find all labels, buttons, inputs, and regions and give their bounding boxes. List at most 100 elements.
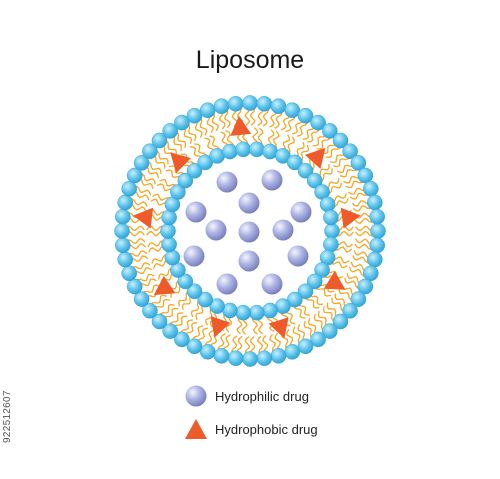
lipid-head	[186, 283, 203, 300]
lipid-head	[297, 283, 314, 300]
lipid-tail	[127, 250, 147, 257]
hydrophilic-drug-sphere	[238, 221, 260, 243]
lipid-tail	[354, 243, 374, 251]
lipid-tail	[194, 143, 207, 159]
lipid-head	[199, 102, 216, 118]
hydrophilic-drug-sphere	[287, 245, 309, 267]
lipid-head	[286, 154, 303, 171]
hydrophobic-drug-markers	[133, 116, 361, 339]
lipid-head	[342, 302, 358, 319]
lipid-head	[370, 223, 386, 239]
lipid-tail	[236, 315, 243, 335]
lipid-tail	[257, 127, 264, 147]
hydrophilic-drug-sphere	[261, 273, 283, 295]
lipid-head	[362, 180, 379, 197]
lipid-tail	[292, 326, 303, 345]
hydrophilic-drug-sphere	[238, 250, 260, 272]
legend-hydrophilic: Hydrophilic drug	[184, 384, 309, 408]
diagram-title: Liposome	[195, 46, 305, 74]
lipid-head	[306, 172, 323, 189]
lipid-head	[270, 347, 287, 364]
lipid-head	[213, 98, 230, 114]
lipid-tail	[209, 135, 220, 152]
lipid-tail	[318, 168, 333, 182]
lipid-tail	[125, 225, 145, 232]
lipid-head	[133, 291, 150, 307]
lipid-head	[324, 223, 340, 239]
lipid-head	[369, 237, 386, 254]
lipid-head	[227, 96, 244, 112]
lipid-tail	[262, 107, 270, 127]
lipid-tail	[338, 287, 355, 301]
hydrophobic-drug-triangle	[304, 147, 326, 169]
lipid-head	[248, 304, 265, 321]
lipid-head	[197, 291, 213, 308]
lipid-tail	[163, 140, 177, 156]
lipid-tail	[204, 329, 215, 348]
lipid-tail	[224, 108, 231, 128]
lipid-head	[235, 304, 251, 321]
lipid-tail	[306, 126, 320, 143]
lipid-tail	[159, 304, 175, 318]
lipid-head	[186, 162, 203, 179]
hydrophobic-drug-triangle	[323, 270, 346, 290]
lipid-head	[297, 162, 314, 179]
lipid-tail	[142, 284, 161, 296]
lipid-head	[162, 123, 178, 139]
lipid-tail	[154, 150, 169, 165]
lipid-head	[222, 143, 238, 160]
lipid-tail	[225, 130, 234, 148]
lipid-tail	[185, 123, 197, 142]
lipid-tail	[190, 300, 202, 318]
lipid-head	[319, 196, 336, 213]
lipid-head	[174, 331, 190, 348]
lipid-head	[133, 155, 150, 171]
lipid-head	[117, 251, 133, 268]
lipid-tail	[210, 112, 219, 132]
lipid-tail	[352, 255, 371, 264]
lipid-head	[174, 114, 190, 131]
lipid-head	[369, 208, 386, 225]
lipid-tail	[136, 273, 155, 284]
image-id-watermark: 922512607	[2, 390, 13, 444]
lipid-tail	[249, 106, 256, 126]
lipid-tail	[147, 240, 166, 248]
lipid-head	[161, 236, 177, 253]
hydrophobic-drug-triangle	[170, 152, 191, 174]
hydrophobic-drug-triangle	[210, 316, 231, 338]
lipid-head	[126, 167, 143, 184]
lipid-head	[242, 95, 258, 111]
lipid-tail	[349, 191, 369, 200]
lipid-tail	[331, 297, 346, 312]
lipid-head	[323, 236, 339, 253]
lipid-head	[199, 343, 216, 360]
lipid-tail	[285, 114, 296, 133]
lipid-head	[332, 132, 349, 149]
hydrophilic-drug-markers	[183, 169, 312, 295]
lipid-head	[126, 278, 143, 295]
lipid-head	[270, 98, 287, 114]
lipid-tail	[169, 312, 184, 327]
lipid-head	[162, 323, 178, 339]
lipid-head	[115, 208, 131, 225]
hydrophobic-drug-triangle	[230, 116, 252, 136]
lipid-head	[321, 323, 338, 339]
lipid-tail	[316, 135, 331, 150]
hydrophilic-drug-sphere	[185, 201, 207, 223]
lipid-head	[115, 237, 131, 254]
lipid-head	[151, 313, 168, 330]
hydrophilic-drug-sphere	[238, 192, 260, 214]
lipid-tail	[197, 117, 208, 136]
lipid-head	[297, 107, 314, 124]
hydrophobic-drug-triangle	[340, 207, 361, 229]
outer-lipid-heads	[114, 95, 386, 367]
lipid-tail	[174, 131, 187, 148]
lipid-tail	[298, 144, 310, 162]
lipid-head	[142, 302, 158, 319]
lipid-head	[350, 291, 367, 307]
lipid-tail	[138, 173, 156, 185]
hydrophilic-drug-sphere	[272, 219, 294, 241]
lipid-head	[297, 338, 314, 355]
